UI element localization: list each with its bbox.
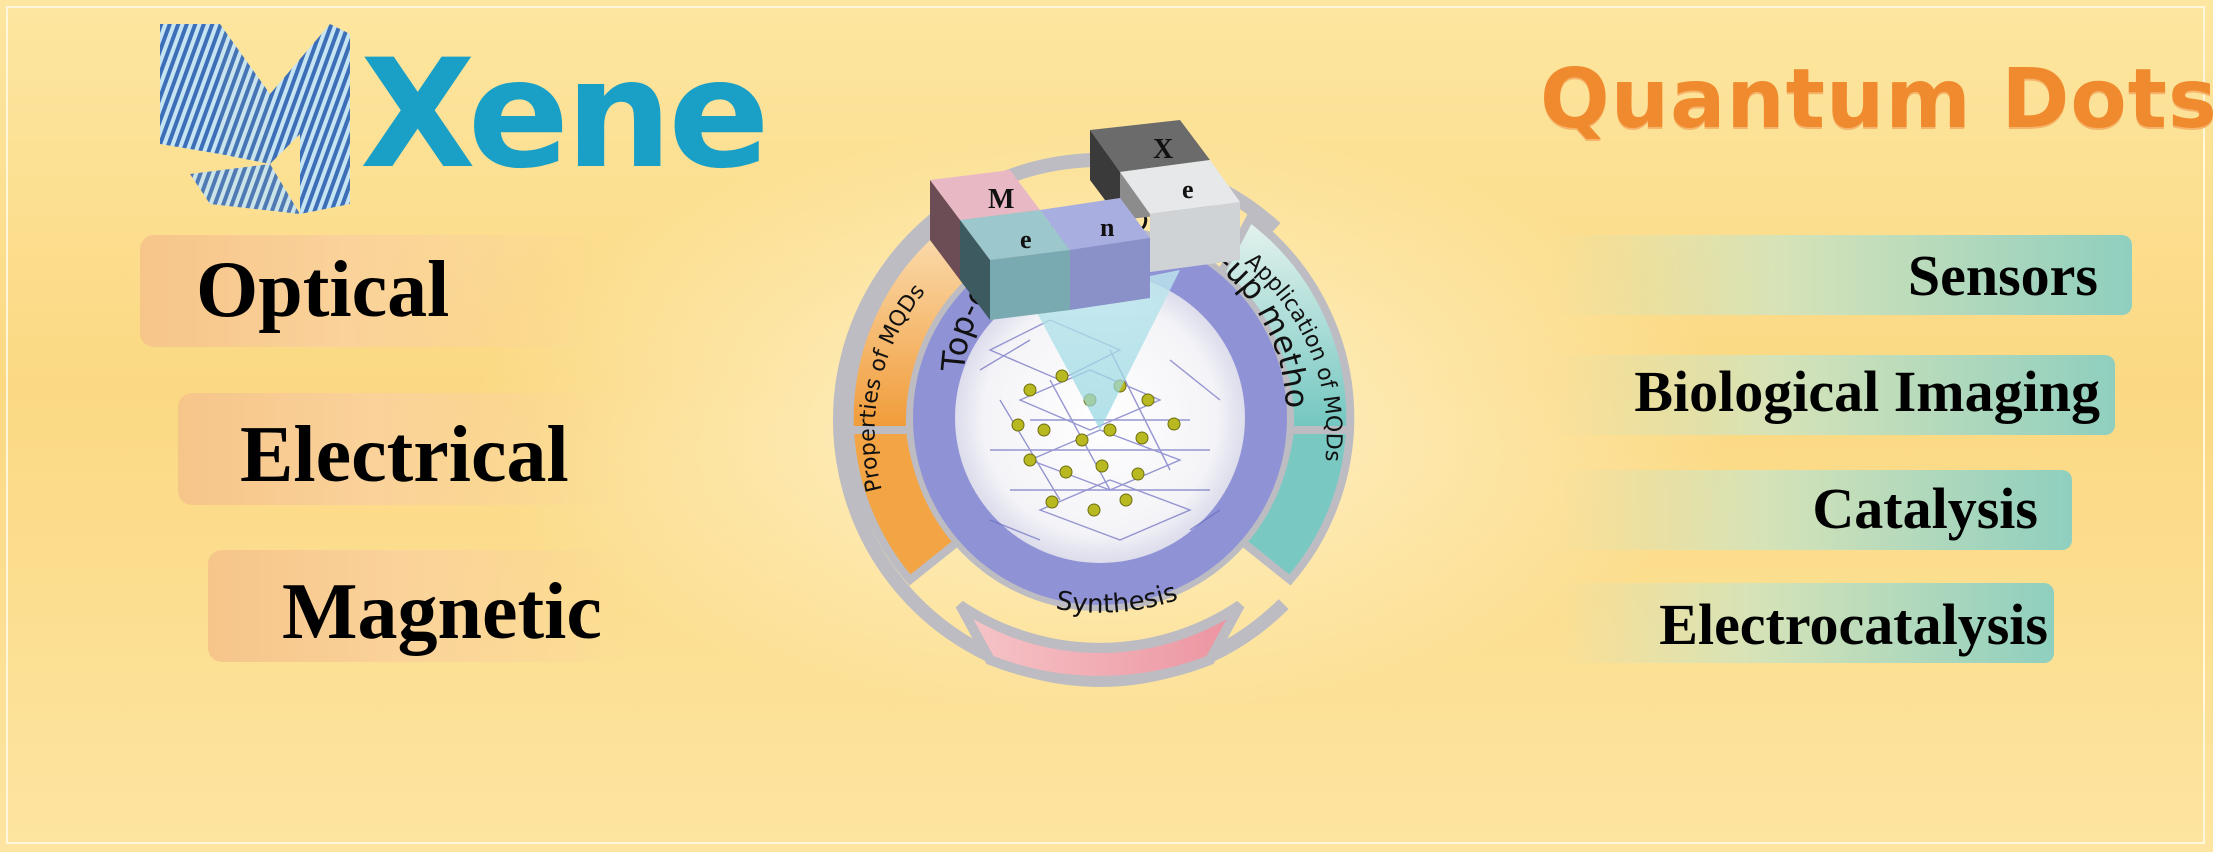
quantum-dots-title: Quantum Dots <box>1540 52 2213 147</box>
svg-text:M: M <box>988 184 1014 215</box>
biological-imaging-chip <box>1550 355 2115 435</box>
cube-n: n <box>1040 198 1150 310</box>
cube-e-2: e <box>1120 160 1240 272</box>
application-biological-imaging: Biological Imaging <box>1634 359 2100 424</box>
synthesis-wheel: Top-down method Bottom-up method Propert… <box>790 100 1368 687</box>
mxene-cubes: X M e n e <box>930 120 1240 320</box>
property-optical: Optical <box>196 246 450 334</box>
optical-chip <box>140 235 600 347</box>
logo-word: Xene <box>360 40 770 190</box>
application-electrocatalysis: Electrocatalysis <box>1659 592 2048 657</box>
sensors-chip <box>1550 235 2132 315</box>
svg-text:e: e <box>1182 175 1194 204</box>
property-magnetic: Magnetic <box>282 568 602 656</box>
electrocatalysis-chip <box>1556 583 2054 663</box>
property-electrical: Electrical <box>240 411 569 499</box>
svg-text:X: X <box>1153 134 1173 165</box>
svg-text:n: n <box>1100 213 1115 242</box>
application-catalysis: Catalysis <box>1812 476 2038 541</box>
mxene-ribbon-m-icon <box>160 24 350 214</box>
svg-text:e: e <box>1020 225 1032 254</box>
electrical-chip <box>178 393 618 505</box>
application-sensors: Sensors <box>1907 243 2098 308</box>
cube-e-1: e <box>960 210 1070 320</box>
logo-word-text: Xene <box>360 28 770 202</box>
quantum-dots <box>1011 369 1181 517</box>
catalysis-chip <box>1556 470 2072 550</box>
magnetic-chip <box>208 550 628 662</box>
synthesis-segment <box>955 600 1245 686</box>
